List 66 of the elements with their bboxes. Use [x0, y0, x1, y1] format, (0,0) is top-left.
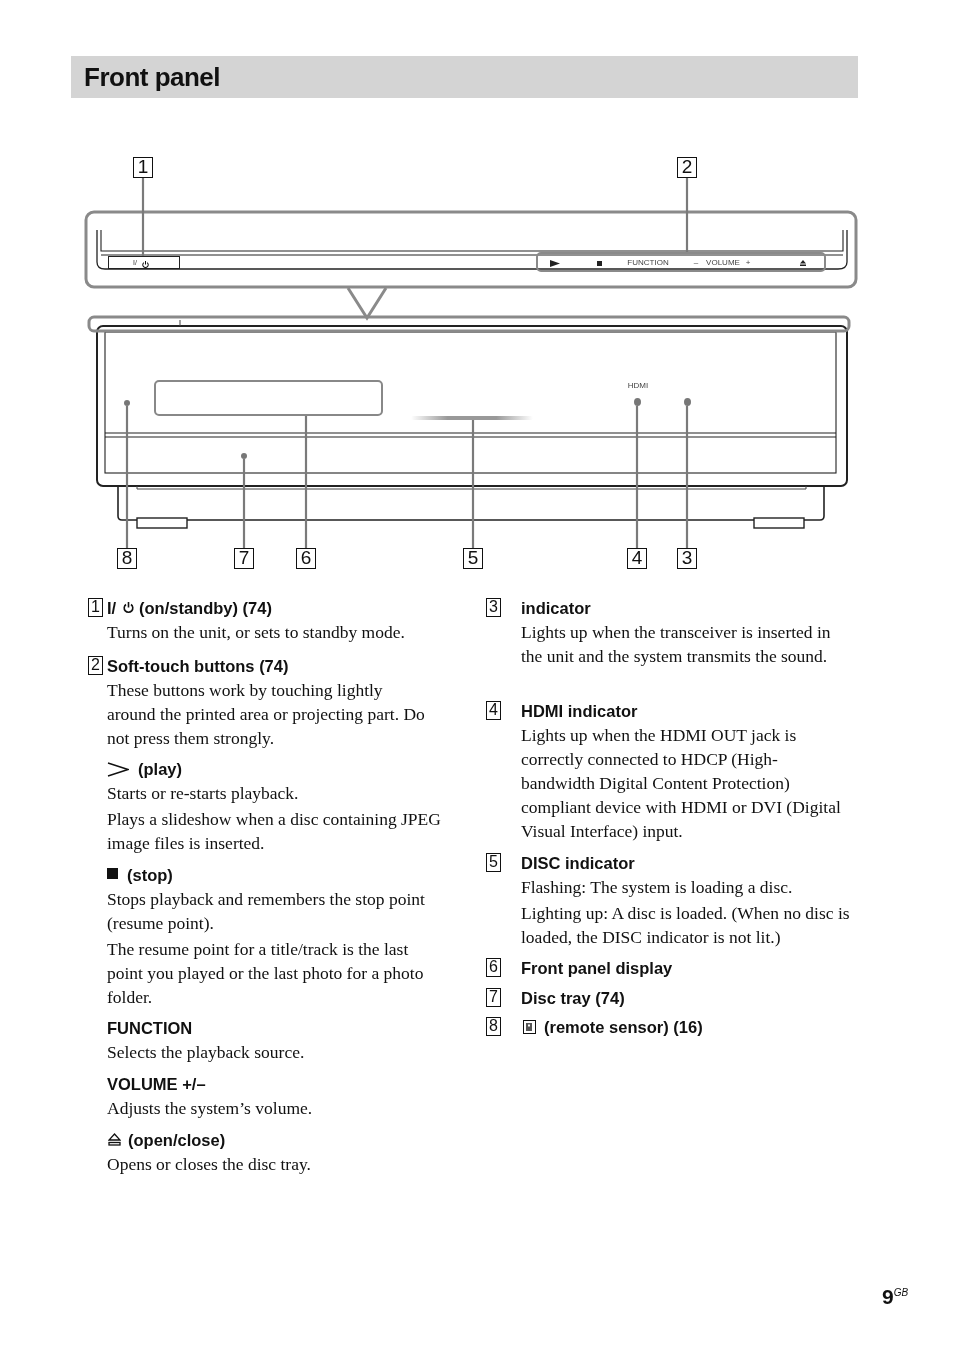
leader-line: [685, 406, 689, 548]
leader-line: [125, 406, 129, 548]
description-text: Turns on the unit, or sets to standby mode.: [107, 621, 406, 644]
item-heading: (play): [138, 759, 182, 779]
item-heading: Soft-touch buttons (74): [107, 656, 289, 676]
section-heading: Front panel: [71, 56, 858, 98]
item-heading: (stop): [127, 865, 173, 885]
item-number: 4: [486, 701, 501, 720]
callout-number: 7: [234, 548, 254, 569]
button-label: +: [745, 258, 751, 267]
description-text: Lights up when the transceiver is inserted in the unit and the system transmits the sound.: [521, 621, 832, 668]
item-number: 7: [486, 988, 501, 1007]
description-text: Selects the playback source.: [107, 1041, 306, 1064]
item-number: 6: [486, 958, 501, 977]
item-heading: (remote sensor) (16): [544, 1017, 703, 1037]
description-text: Lighting up: A disc is loaded. (When no disc is loaded, the DISC indicator is not lit.): [521, 902, 851, 949]
panel-marking: HDMI: [627, 381, 649, 390]
item-heading: (on/standby) (74): [139, 598, 272, 618]
description-text: Stops playback and remembers the stop point (resume point).: [107, 888, 426, 935]
description-text: Plays a slideshow when a disc containing JPEG image files is inserted.: [107, 808, 442, 855]
description-text: Starts or re-starts playback.: [107, 782, 300, 805]
callout-number: 3: [677, 548, 697, 569]
item-number: 2: [88, 656, 103, 675]
item-number: 3: [486, 598, 501, 617]
item-number: 8: [486, 1017, 501, 1036]
button-label: FUNCTION: [627, 258, 669, 267]
item-number: 1: [88, 598, 103, 617]
callout-number: 4: [627, 548, 647, 569]
description-text: Opens or closes the disc tray.: [107, 1153, 312, 1176]
description-text: The resume point for a title/track is the last point you played or the last photo for a photo folder.: [107, 938, 425, 1009]
display-window: [154, 380, 383, 416]
indicator-light: [124, 400, 130, 406]
page-number: 9$^{GB}$: [882, 1285, 909, 1309]
item-number: 5: [486, 853, 501, 872]
indicator-bar: [411, 416, 533, 420]
leader-line: [141, 178, 145, 256]
item-heading: indicator: [521, 598, 591, 618]
leader-line: [635, 406, 639, 548]
item-heading: Front panel display: [521, 958, 673, 978]
callout-number: 6: [296, 548, 316, 569]
leader-line: [242, 459, 246, 548]
callout-number: 1: [133, 157, 153, 178]
callout-number: 2: [677, 157, 697, 178]
leader-line: [304, 416, 308, 548]
indicator-light: [684, 398, 691, 406]
button-label: –: [693, 258, 699, 267]
leader-line: [685, 178, 689, 252]
description-text: These buttons work by touching lightly around the printed area or projecting part. Do not press them strongly.: [107, 679, 426, 750]
item-heading: FUNCTION: [107, 1018, 193, 1038]
indicator-light: [241, 453, 247, 459]
item-heading: DISC indicator: [521, 853, 635, 873]
touch-button-panel: [536, 252, 826, 272]
item-heading: HDMI indicator: [521, 701, 638, 721]
item-heading: I/: [107, 598, 117, 618]
indicator-light: [634, 398, 641, 406]
callout-number: 8: [117, 548, 137, 569]
description-text: Flashing: The system is loading a disc.: [521, 876, 794, 899]
description-text: Adjusts the system’s volume.: [107, 1097, 314, 1120]
power-button: [108, 256, 180, 269]
item-heading: Disc tray (74): [521, 988, 625, 1008]
callout-number: 5: [463, 548, 483, 569]
button-label: VOLUME: [706, 258, 740, 267]
item-heading: VOLUME +/–: [107, 1074, 206, 1094]
leader-line: [471, 420, 475, 548]
description-text: Lights up when the HDMI OUT jack is correctly connected to HDCP (High-bandwidth Digital Content Protection) compliant device with HDMI or DVI (Digital Visual Interface) input.: [521, 724, 842, 843]
item-heading: (open/close): [128, 1130, 226, 1150]
